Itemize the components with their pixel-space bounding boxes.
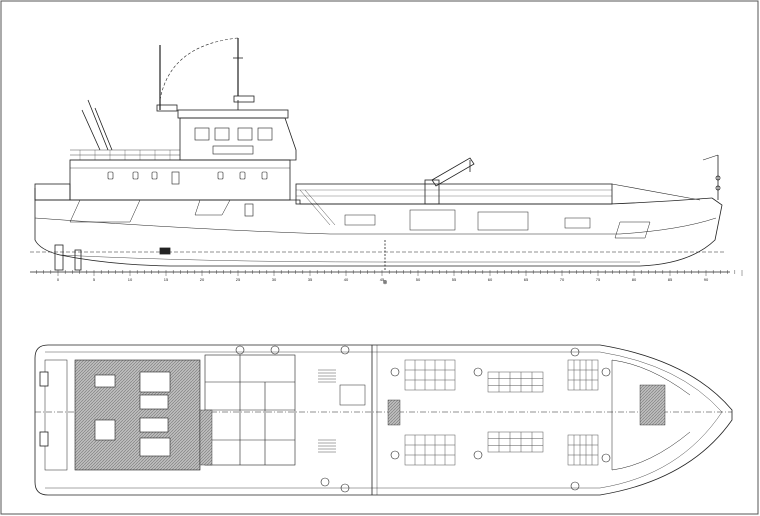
cargo-grid <box>487 431 544 453</box>
cargo-grid <box>404 434 456 466</box>
frame-label: 30 <box>272 277 277 282</box>
portholes <box>107 171 268 217</box>
frame-label: 75 <box>596 277 601 282</box>
frame-label: 80 <box>632 277 637 282</box>
frame-label: 0 <box>57 277 60 282</box>
midship-mark: ⊗ <box>382 280 387 286</box>
hull-outline <box>34 188 723 267</box>
bilge-line <box>59 254 640 263</box>
engine-room <box>74 359 201 471</box>
frame-label: 5 <box>93 277 96 282</box>
sheer-line <box>34 217 717 235</box>
profile-view <box>30 37 725 271</box>
frame-label: 70 <box>560 277 565 282</box>
cargo-grid <box>404 359 456 391</box>
cargo-bulwark <box>295 183 613 205</box>
frame-label: 60 <box>488 277 493 282</box>
frame-label: 50 <box>416 277 421 282</box>
mast-swing-arc <box>159 37 239 101</box>
frame-label: 90 <box>704 277 709 282</box>
deck-crane <box>424 157 475 205</box>
deck-outline <box>34 344 733 496</box>
frame-label: 25 <box>236 277 241 282</box>
frame-label: 10 <box>128 277 133 282</box>
frame-label: 20 <box>200 277 205 282</box>
frame-label: 55 <box>452 277 457 282</box>
cargo-grid <box>567 434 599 466</box>
frame-label: 45 <box>380 277 385 282</box>
bridge-windows <box>194 127 273 155</box>
cargo-grid <box>567 359 599 391</box>
frame-scale: 0 5 10 15 20 25 30 35 40 45 50 55 60 65 70 75 80 85 90 ⊗ <box>30 270 743 286</box>
frame-label: 40 <box>344 277 349 282</box>
plan-view <box>34 344 733 496</box>
frame-label: 35 <box>308 277 313 282</box>
bollards <box>235 345 611 493</box>
frame-label: 15 <box>164 277 169 282</box>
stairs <box>318 369 336 453</box>
wheelhouse <box>179 117 297 161</box>
frame-label: 85 <box>668 277 673 282</box>
cargo-grid <box>487 371 544 393</box>
engines <box>94 371 171 457</box>
frame-label: 65 <box>524 277 529 282</box>
